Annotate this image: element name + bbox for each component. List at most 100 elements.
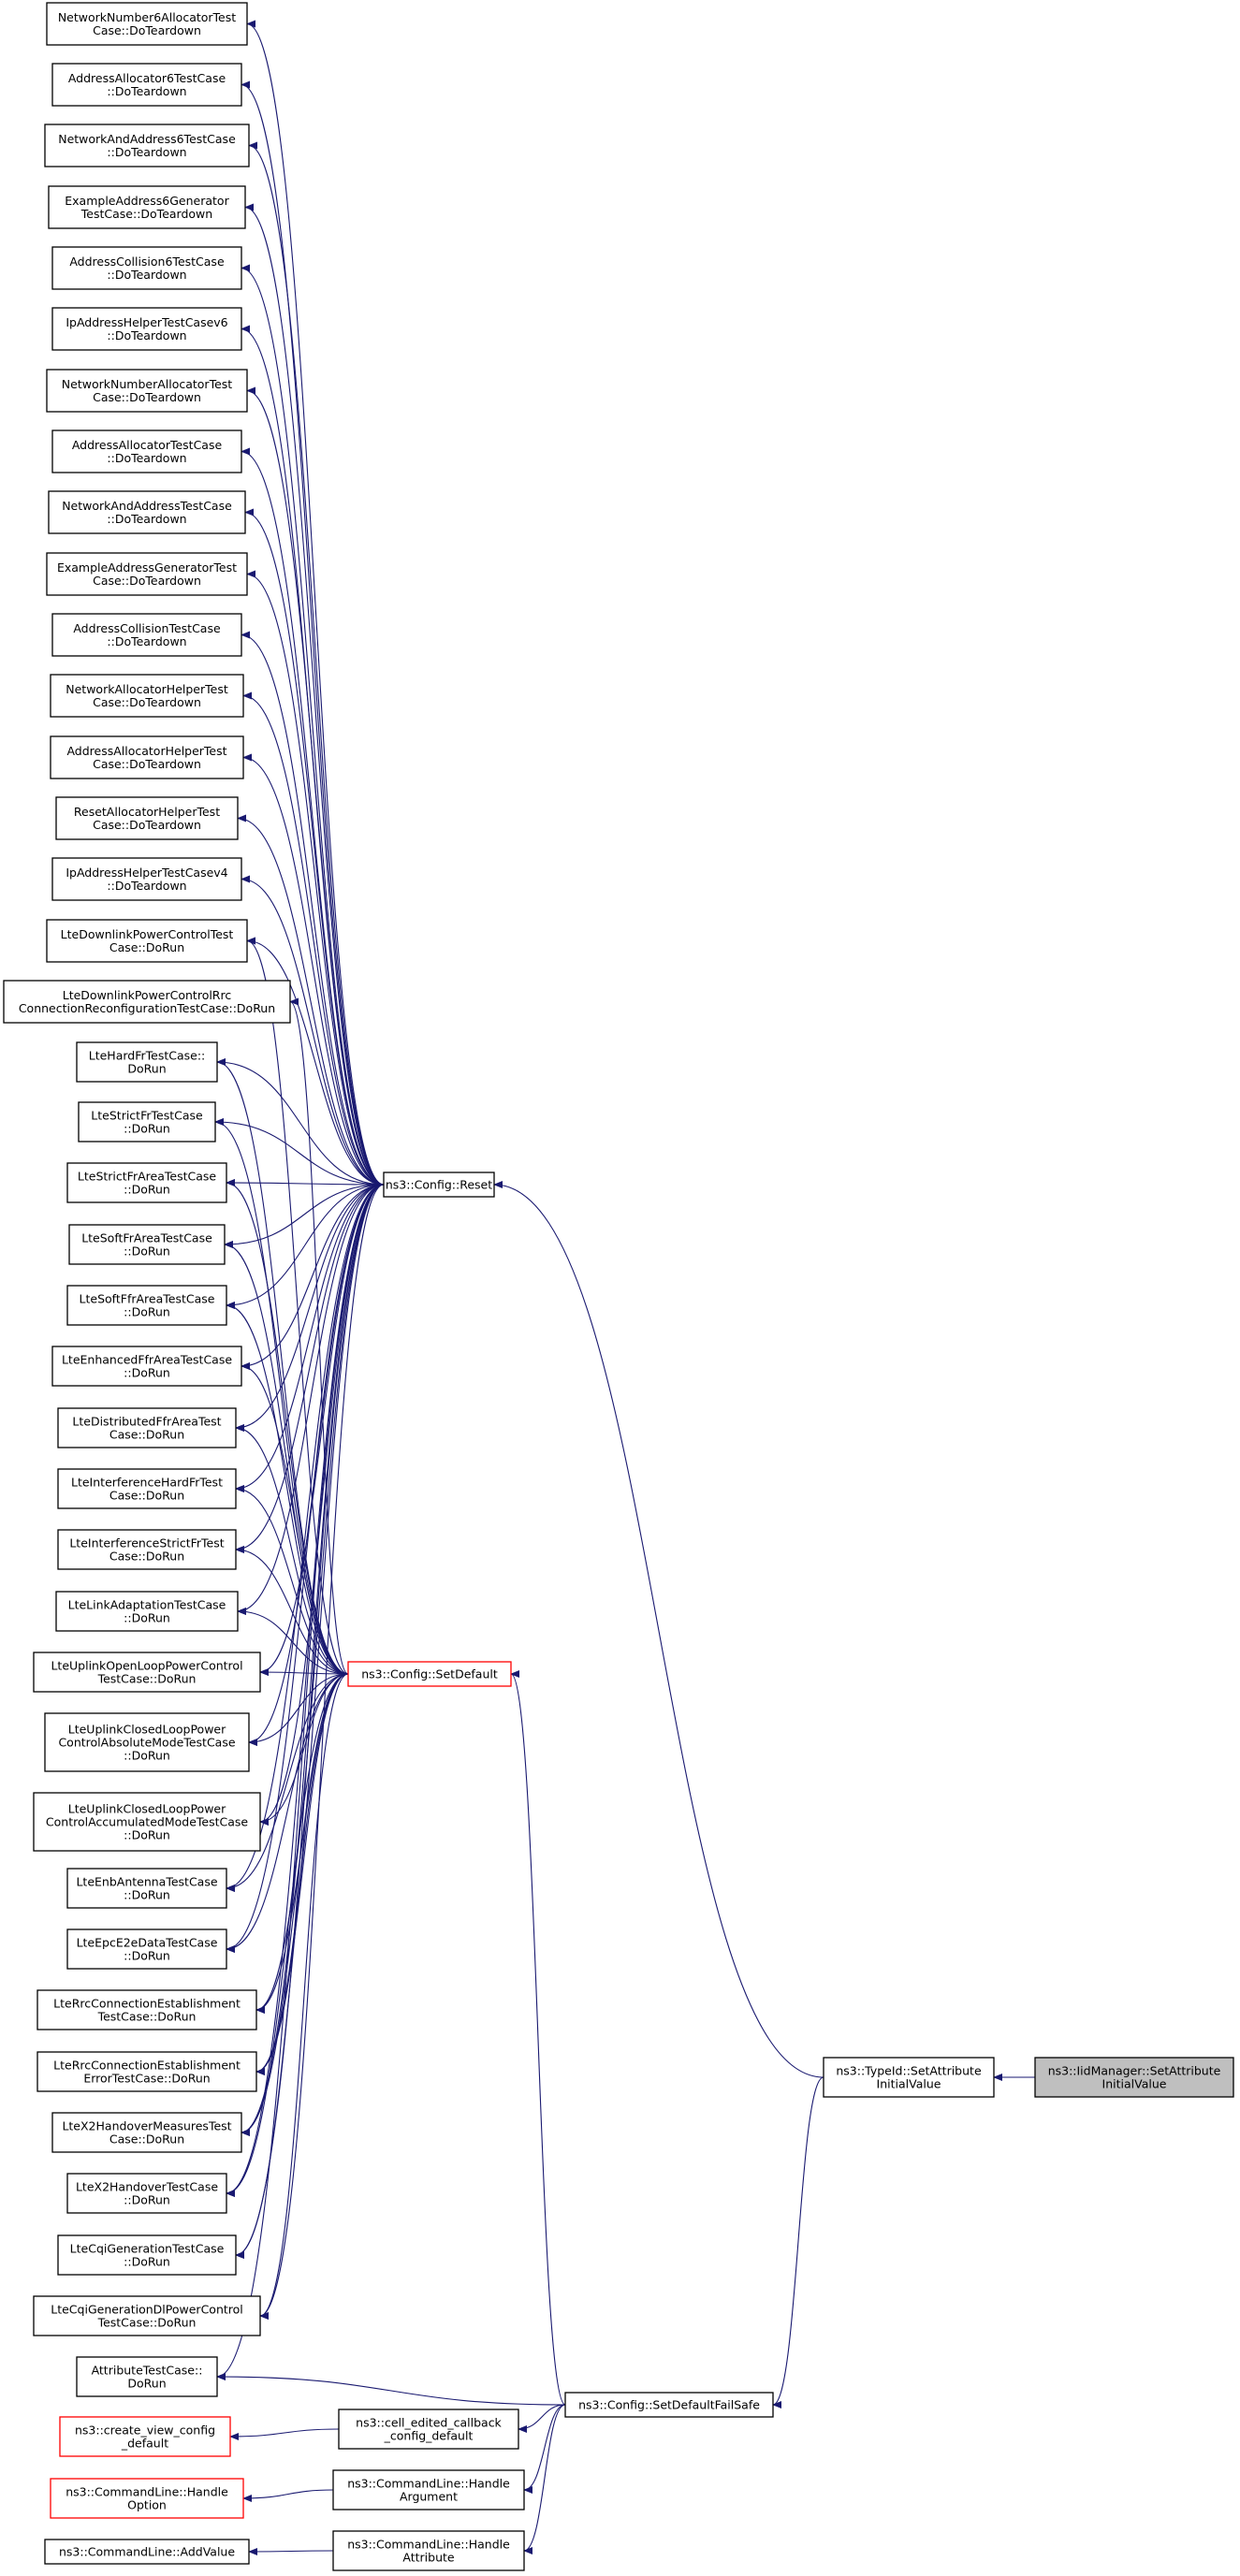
node-d12[interactable]: LteLinkAdaptationTestCase::DoRun — [55, 1591, 239, 1632]
node-d13[interactable]: LteUplinkOpenLoopPowerControlTestCase::D… — [33, 1652, 261, 1693]
node-c13[interactable]: AddressAllocatorHelperTestCase::DoTeardo… — [50, 735, 244, 779]
node-label-line: LteUplinkClosedLoopPower — [68, 1723, 226, 1737]
node-c15[interactable]: IpAddressHelperTestCasev4::DoTeardown — [51, 857, 242, 901]
node-label-line: LteHardFrTestCase:: — [89, 1049, 206, 1063]
node-label-line: ::DoTeardown — [107, 879, 186, 893]
node-label-line: ControlAccumulatedModeTestCase — [46, 1815, 249, 1829]
node-label-line: NetworkNumber6AllocatorTest — [58, 10, 236, 24]
node-e1[interactable]: AttributeTestCase::DoRun — [76, 2356, 218, 2397]
node-label-line: _config_default — [384, 2429, 474, 2443]
edge-reset-to-c3 — [248, 141, 385, 1186]
node-c11[interactable]: AddressCollisionTestCase::DoTeardown — [51, 613, 242, 657]
node-label-line: Case::DoRun — [109, 1428, 184, 1442]
node-label-line: ns3::cell_edited_callback — [356, 2416, 502, 2430]
node-box — [68, 1224, 226, 1265]
node-cell[interactable]: ns3::cell_edited_callback_config_default — [338, 2409, 519, 2450]
node-box — [51, 1346, 242, 1387]
node-e4[interactable]: ns3::CommandLine::AddValue — [44, 2539, 250, 2565]
edge-reset-to-d9 — [235, 1184, 385, 1432]
node-c4[interactable]: ExampleAddress6GeneratorTestCase::DoTear… — [48, 185, 246, 229]
node-label-line: AddressAllocatorHelperTest — [66, 744, 226, 758]
node-label-line: LteStrictFrTestCase — [91, 1109, 203, 1123]
node-d4[interactable]: LteStrictFrTestCase::DoRun — [78, 1101, 216, 1142]
node-d17[interactable]: LteEpcE2eDataTestCase::DoRun — [66, 1928, 227, 1970]
node-c1[interactable]: NetworkNumber6AllocatorTestCase::DoTeard… — [46, 2, 248, 46]
node-d7[interactable]: LteSoftFfrAreaTestCase::DoRun — [66, 1285, 227, 1326]
edge-reset-to-d7 — [226, 1184, 385, 1309]
node-failsafe[interactable]: ns3::Config::SetDefaultFailSafe — [564, 2392, 774, 2418]
node-c8[interactable]: AddressAllocatorTestCase::DoTeardown — [51, 429, 242, 473]
node-label-line: ::DoRun — [124, 1366, 170, 1380]
edge-reset-to-d1 — [246, 937, 385, 1186]
edge-reset-to-c15 — [241, 875, 385, 1186]
edge-reset-to-c12 — [242, 691, 385, 1186]
node-box — [48, 185, 246, 229]
node-d21[interactable]: LteX2HandoverTestCase::DoRun — [66, 2173, 227, 2214]
node-d8[interactable]: LteEnhancedFfrAreaTestCase::DoRun — [51, 1346, 242, 1387]
node-box — [51, 307, 242, 351]
node-label-line: DoRun — [127, 2377, 166, 2391]
edge-typeid-to-reset — [493, 1181, 824, 2078]
node-label-line: ControlAbsoluteModeTestCase — [58, 1736, 235, 1750]
edge-reset-to-c2 — [241, 80, 385, 1186]
node-d15[interactable]: LteUplinkClosedLoopPowerControlAccumulat… — [33, 1792, 261, 1852]
node-label-line: ns3::CommandLine::Handle — [66, 2485, 228, 2499]
node-c10[interactable]: ExampleAddressGeneratorTestCase::DoTeard… — [46, 552, 248, 596]
node-label-line: NetworkAllocatorHelperTest — [66, 682, 228, 696]
node-d16[interactable]: LteEnbAntennaTestCase::DoRun — [66, 1868, 227, 1909]
node-c2[interactable]: AddressAllocator6TestCase::DoTeardown — [51, 63, 242, 107]
graph-edges — [214, 20, 1035, 2555]
node-reset[interactable]: ns3::Config::Reset — [383, 1172, 495, 1198]
node-c3[interactable]: NetworkAndAddress6TestCase::DoTeardown — [44, 124, 250, 167]
node-c6[interactable]: IpAddressHelperTestCasev6::DoTeardown — [51, 307, 242, 351]
node-d19[interactable]: LteRrcConnectionEstablishmentErrorTestCa… — [36, 2051, 257, 2092]
node-d23[interactable]: LteCqiGenerationDlPowerControlTestCase::… — [33, 2295, 261, 2336]
node-box — [51, 613, 242, 657]
node-label-line: Case::DoTeardown — [93, 757, 201, 771]
node-box — [66, 1928, 227, 1970]
node-iid[interactable]: ns3::IidManager::SetAttributeInitialValu… — [1034, 2057, 1234, 2098]
node-label-line: ns3::IidManager::SetAttribute — [1048, 2064, 1221, 2078]
node-c12[interactable]: NetworkAllocatorHelperTestCase::DoTeardo… — [50, 674, 244, 718]
node-setdef[interactable]: ns3::Config::SetDefault — [347, 1661, 512, 1687]
node-d6[interactable]: LteSoftFrAreaTestCase::DoRun — [68, 1224, 226, 1265]
edge-reset-to-d6 — [224, 1184, 385, 1248]
node-label-line: ::DoRun — [124, 1749, 170, 1763]
node-e2[interactable]: ns3::create_view_config_default — [59, 2416, 231, 2457]
node-c7[interactable]: NetworkNumberAllocatorTestCase::DoTeardo… — [46, 369, 248, 413]
node-d5[interactable]: LteStrictFrAreaTestCase::DoRun — [66, 1162, 227, 1203]
edge-reset-to-d10 — [235, 1184, 385, 1492]
node-c9[interactable]: NetworkAndAddressTestCase::DoTeardown — [48, 490, 246, 534]
node-label-line: InitialValue — [877, 2077, 941, 2091]
node-box — [66, 1162, 227, 1203]
node-d22[interactable]: LteCqiGenerationTestCase::DoRun — [57, 2234, 237, 2276]
node-c5[interactable]: AddressCollision6TestCase::DoTeardown — [51, 246, 242, 290]
node-d14[interactable]: LteUplinkClosedLoopPowerControlAbsoluteM… — [44, 1712, 250, 1772]
node-box — [57, 2234, 237, 2276]
node-label-line: ::DoRun — [124, 1611, 170, 1625]
node-box — [33, 1652, 261, 1693]
edge-typeid-to-failsafe — [772, 2076, 824, 2409]
node-label-line: TestCase::DoRun — [97, 1672, 197, 1686]
node-label-line: ns3::CommandLine::Handle — [347, 2477, 510, 2491]
node-label-line: ::DoRun — [124, 1305, 170, 1319]
node-label-line: NetworkAndAddress6TestCase — [58, 132, 236, 146]
node-d18[interactable]: LteRrcConnectionEstablishmentTestCase::D… — [36, 1989, 257, 2030]
node-d2[interactable]: LteDownlinkPowerControlRrcConnectionReco… — [3, 980, 291, 1024]
edge-setdef-to-d12 — [237, 1608, 349, 1675]
node-box — [57, 1468, 237, 1509]
node-box — [33, 1792, 261, 1852]
edge-cell-to-e2 — [229, 2428, 340, 2440]
node-d3[interactable]: LteHardFrTestCase::DoRun — [76, 1041, 218, 1083]
node-label-line: Attribute — [402, 2551, 455, 2565]
